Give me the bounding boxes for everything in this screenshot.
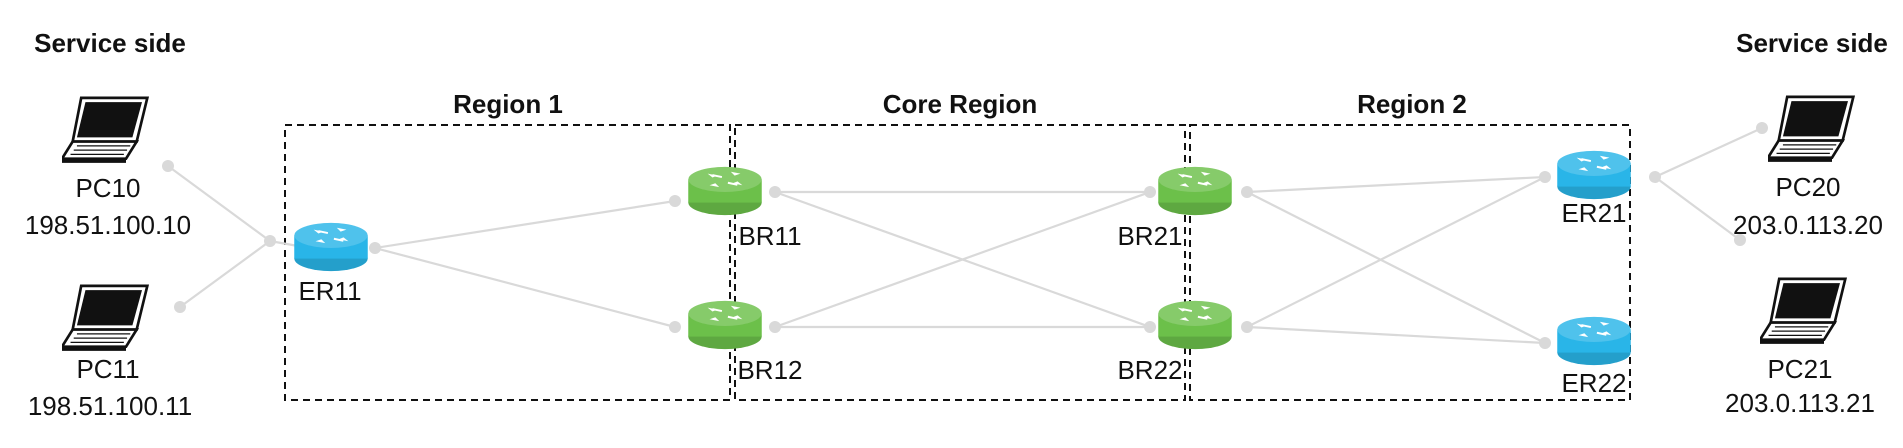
link-er11-br11 [374, 199, 676, 250]
link-pc10-er11 [167, 165, 271, 242]
br11-label: BR11 [738, 221, 801, 251]
link-br12-br21 [774, 190, 1151, 329]
pc11-ip: 198.51.100.11 [28, 391, 192, 421]
service-side-left-title: Service side [34, 28, 186, 58]
core-region-box [734, 124, 1186, 401]
router-icon[interactable] [1557, 150, 1631, 200]
link-pc11-er11 [179, 240, 271, 308]
region-2-box [1189, 124, 1631, 401]
laptop-icon[interactable] [62, 284, 149, 353]
br21-label: BR21 [1117, 221, 1182, 251]
pc10-ip: 198.51.100.10 [25, 210, 191, 240]
links [167, 126, 1763, 345]
laptop-icon[interactable] [1760, 277, 1847, 346]
region-1-box [284, 124, 731, 401]
er21-label: ER21 [1561, 198, 1626, 228]
region-2-label: Region 2 [1357, 89, 1467, 119]
link-br22-er21 [1246, 176, 1546, 328]
pc21-ip: 203.0.113.21 [1725, 388, 1875, 418]
core-region-label: Core Region [883, 89, 1038, 119]
region-1-label: Region 1 [453, 89, 563, 119]
router-icon[interactable] [294, 222, 368, 272]
service-side-right-title: Service side [1736, 28, 1888, 58]
link-er11-br12 [374, 246, 676, 329]
link-er21-pc20 [1654, 126, 1763, 179]
pc11-name: PC11 [76, 354, 139, 384]
laptop-icon[interactable] [1768, 95, 1855, 164]
er22-label: ER22 [1561, 368, 1626, 398]
pc21-name: PC21 [1767, 354, 1832, 384]
router-icon[interactable] [1557, 316, 1631, 366]
pc20-ip: 203.0.113.20 [1733, 210, 1883, 240]
link-dots [162, 122, 1768, 349]
er11-label: ER11 [298, 276, 361, 306]
router-icon[interactable] [1158, 166, 1232, 216]
br12-label: BR12 [737, 355, 802, 385]
pc20-name: PC20 [1775, 172, 1840, 202]
router-icon[interactable] [688, 300, 762, 350]
br22-label: BR22 [1117, 355, 1182, 385]
link-br22-er22 [1246, 325, 1546, 345]
link-br21-er22 [1246, 191, 1546, 344]
laptop-icon[interactable] [62, 96, 149, 165]
pc10-name: PC10 [75, 173, 140, 203]
router-icon[interactable] [1158, 300, 1232, 350]
link-er21-pc21 [1654, 176, 1741, 241]
link-br21-er21 [1246, 175, 1546, 194]
router-icon[interactable] [688, 166, 762, 216]
